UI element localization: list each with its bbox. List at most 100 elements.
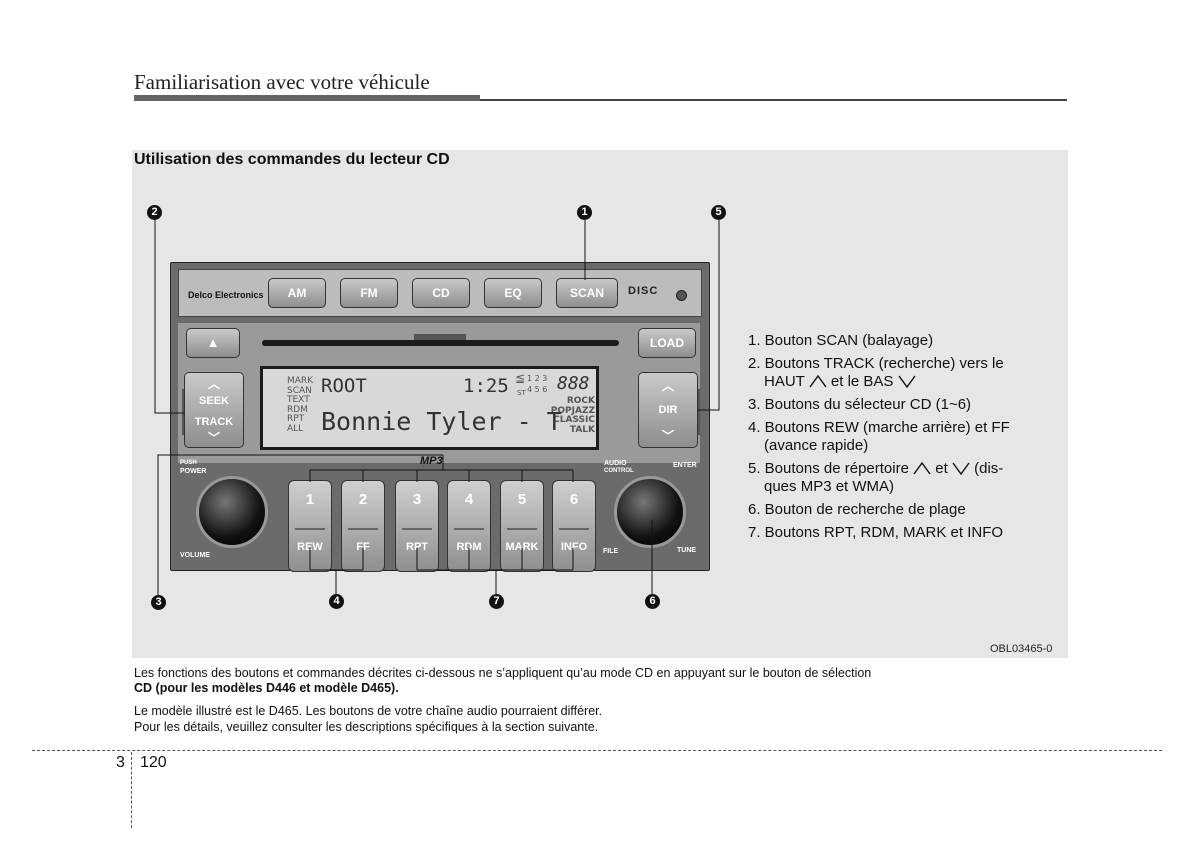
preset-number: 5	[517, 491, 527, 508]
section-title: Utilisation des commandes du lecteur CD	[134, 151, 450, 168]
lcd-rpt: RPT	[287, 414, 305, 425]
callout-legend: 1. Bouton SCAN (balayage) 2. Boutons TRA…	[748, 332, 1048, 547]
legend-item-1: 1. Bouton SCAN (balayage)	[748, 332, 934, 349]
disc-logo: DISC	[628, 285, 659, 297]
preset-function: RPT	[406, 541, 428, 553]
legend-item-5-and: et	[935, 460, 948, 477]
legend-bas: et le BAS	[830, 373, 894, 390]
legend-item-2-line1: 2. Boutons TRACK (recherche) vers le	[748, 355, 1004, 372]
legend-item-7: 7. Boutons RPT, RDM, MARK et INFO	[748, 524, 1004, 541]
lcd-track-text: Bonnie Tyler - T	[321, 407, 562, 436]
preset-number: 1	[305, 491, 315, 508]
lcd-folder: ROOT	[321, 375, 367, 397]
preset-number: 3	[412, 491, 422, 508]
legend-item-2-line2: HAUT et le BAS	[748, 373, 1048, 391]
chevron-up-icon	[913, 462, 931, 475]
lcd-text: TEXT	[287, 395, 310, 406]
am-button[interactable]: AM	[268, 278, 326, 308]
mp3-logo: MP3	[420, 455, 443, 467]
chevron-down-icon	[952, 462, 970, 475]
callout-2: 2	[147, 205, 162, 220]
track-label: TRACK	[194, 416, 234, 428]
cd-slot	[262, 340, 619, 346]
footer-rule	[32, 750, 1162, 751]
preset-function: REW	[297, 541, 323, 553]
lcd-mode-labels: MARK SCAN TEXT RDM RPT ALL	[287, 376, 314, 435]
volume-label: VOLUME	[180, 552, 210, 559]
legend-item-5-line1: 5. Boutons de répertoire et (dis-	[748, 460, 1048, 478]
legend-item-2: 2. Boutons TRACK (recherche) vers le HAU…	[748, 355, 1048, 391]
lcd-discs-row2: 4 5 6	[527, 385, 548, 394]
fm-button[interactable]: FM	[340, 278, 398, 308]
disc-icon: ≦	[515, 371, 526, 385]
eject-button[interactable]: ▲	[186, 328, 240, 358]
lcd-st: ST	[517, 389, 526, 397]
load-button[interactable]: LOAD	[638, 328, 696, 358]
preset-number: 2	[358, 491, 368, 508]
legend-item-5-text: 5. Boutons de répertoire	[748, 460, 909, 477]
lcd-time: 1:25	[463, 375, 509, 397]
callout-1: 1	[577, 205, 592, 220]
legend-haut: HAUT	[764, 373, 805, 390]
footer-divider	[131, 752, 132, 828]
dir-label: DIR	[658, 404, 678, 416]
control-label: CONTROL	[604, 468, 634, 474]
preset-number: 6	[569, 491, 579, 508]
lcd-all: ALL	[287, 423, 304, 434]
eq-button[interactable]: EQ	[484, 278, 542, 308]
eq-rock: ROCK	[566, 396, 595, 406]
lcd-display: MARK SCAN TEXT RDM RPT ALL ROOT 1:25 ≦ 1…	[260, 366, 599, 450]
preset-function: MARK	[505, 541, 539, 553]
lcd-eq-modes: ROCK POPJAZZ CLASSIC TALK	[535, 396, 595, 435]
preset-function: INFO	[560, 541, 588, 553]
preset-function: RDM	[456, 541, 482, 553]
dir-button[interactable]: ︿ DIR ﹀	[638, 372, 698, 448]
lcd-mark: MARK	[287, 376, 314, 386]
cd-button[interactable]: CD	[412, 278, 470, 308]
lcd-scan: SCAN	[287, 385, 312, 396]
preset-number: 4	[464, 491, 474, 508]
seek-track-button[interactable]: ︿ SEEK TRACK ﹀	[184, 372, 244, 448]
page-number: 120	[140, 754, 167, 771]
header-rule-thin	[480, 99, 1067, 101]
cd-slot-tab	[414, 334, 466, 340]
file-label: FILE	[603, 548, 619, 555]
note-2-line1: Le modèle illustré est le D465. Les bout…	[134, 704, 603, 718]
power-volume-knob[interactable]	[196, 476, 268, 548]
preset-button-6[interactable]: 6 INFO	[552, 480, 596, 572]
legend-item-4-line1: 4. Boutons REW (marche arrière) et FF	[748, 419, 1010, 436]
chevron-down-icon: ﹀	[661, 429, 674, 443]
legend-item-5: 5. Boutons de répertoire et (dis- ques M…	[748, 460, 1048, 496]
figure-code: OBL03465-0	[990, 643, 1053, 655]
note-1-line2: CD (pour les modèles D446 et modèle D465…	[134, 681, 399, 695]
eq-classic: CLASSIC	[553, 415, 595, 426]
note-1-line1: Les fonctions des boutons et commandes d…	[134, 666, 872, 680]
callout-4: 4	[329, 594, 344, 609]
preset-button-2[interactable]: 2 FF	[341, 480, 385, 572]
tune-label: TUNE	[677, 547, 697, 554]
header-rule-thick	[134, 95, 480, 101]
scan-button[interactable]: SCAN	[556, 278, 618, 308]
audio-tune-knob[interactable]	[614, 476, 686, 548]
legend-item-6: 6. Bouton de recherche de plage	[748, 501, 966, 518]
chevron-down-icon: ﹀	[207, 431, 220, 445]
callout-3: 3	[151, 595, 166, 610]
note-2-line2: Pour les détails, veuillez consulter les…	[134, 720, 599, 734]
preset-function: FF	[356, 541, 370, 553]
legend-item-3: 3. Boutons du sélecteur CD (1~6)	[748, 396, 972, 413]
legend-item-5-tail: (dis-	[974, 460, 1004, 477]
chevron-up-icon: ︿	[661, 379, 674, 393]
brand-label: Delco Electronics	[188, 290, 264, 300]
callout-5: 5	[711, 205, 726, 220]
legend-item-4: 4. Boutons REW (marche arrière) et FF (a…	[748, 419, 1048, 455]
callout-6: 6	[645, 594, 660, 609]
chapter-number: 3	[116, 754, 125, 771]
chevron-down-icon	[898, 375, 916, 388]
callout-7: 7	[489, 594, 504, 609]
lcd-discs-row1: 1 2 3	[527, 374, 548, 383]
running-header-title: Familiarisation avec votre véhicule	[134, 70, 430, 94]
eq-popjazz: POPJAZZ	[550, 405, 595, 416]
enter-label: ENTER	[673, 462, 697, 469]
eq-talk: TALK	[569, 424, 595, 435]
chevron-up-icon	[809, 375, 827, 388]
